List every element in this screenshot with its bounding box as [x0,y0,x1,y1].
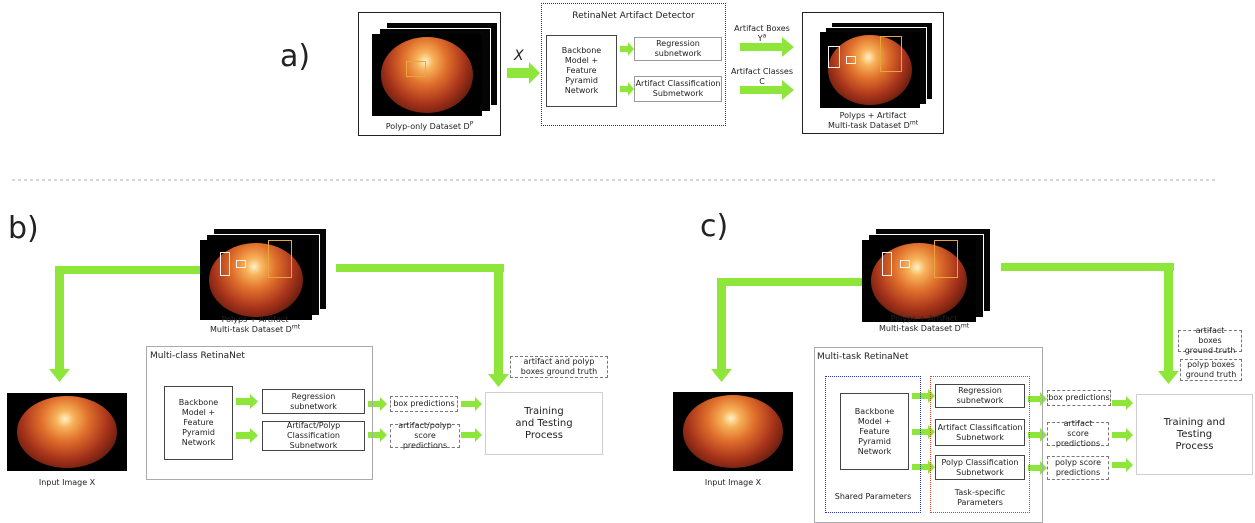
arrow-b-reg [236,394,258,409]
panel-c-polyp-classification: Polyp Classification Subnetwork [935,455,1025,480]
panel-a-input-polyp-box [406,61,426,77]
arrow-c-to-input [711,278,862,382]
panel-c-task-frame [930,376,1030,513]
panel-a-label: a) [280,39,311,74]
panel-b-training: Training and Testing Process [485,392,603,455]
panel-a-output-frame [802,12,944,134]
panel-a-output-polyp-box [846,56,856,64]
panel-a-backbone: Backbone Model + Feature Pyramid Network [546,35,617,107]
panel-a-regression: Regression subnetwork [634,37,722,61]
arrow-c-art-pred [1028,428,1047,442]
arrow-b-to-training [336,264,509,387]
panel-b-dataset-image [200,240,312,320]
panel-c-task-label: Task-specific Parameters [954,488,1006,507]
panel-a-x-label: X [514,48,524,64]
panel-b-label: b) [8,211,39,246]
panel-b-regression: Regression subnetwork [262,389,365,414]
arrow-a-boxes [740,37,794,57]
panel-a-detector-title: RetinaNet Artifact Detector [572,11,695,21]
panel-a-classification: Artifact Classification Submetwork [634,76,722,102]
arrow-c-box-train [1112,396,1133,410]
arrow-b-to-input [49,266,200,382]
panel-b-network-title: Multi-class RetinaNet [150,351,245,361]
panel-c-artifact-gt: artifact boxes ground truth [1178,326,1242,355]
arrow-b-cls [236,428,258,443]
arrow-a-classes [740,80,794,100]
panel-c-input-image [673,392,793,471]
panel-c-label: c) [700,209,729,244]
panel-b-classification: Artifact/Polyp Classification Subnetwork [262,421,365,451]
panel-c-artifact-score: artifact score predictions [1047,419,1109,448]
arrow-c-box-pred [1028,392,1047,406]
arrow-b-score-pred [368,428,387,442]
panel-b-input-caption: Input Image X [38,478,96,487]
panel-a-input-image [372,34,482,116]
panel-a-output-artifact-box-1 [828,46,840,68]
arrow-b-box-train [461,397,482,411]
panel-a-detector-frame [541,3,726,126]
panel-c-shared-frame [825,376,921,513]
panel-b-artifact-box-1 [220,252,230,276]
panel-b-polyp-box [236,260,246,268]
arrow-c-art-train [1112,428,1133,442]
panel-c-artifact-classification: Artifact Classification Subnetwork [935,419,1025,446]
panel-c-polyp-box [900,260,910,268]
arrow-b-score-train [461,428,482,442]
arrow-c-polyp-pred [1028,461,1047,475]
panel-b-ground-truth: artifact and polyp boxes ground truth [510,356,608,378]
panel-c-regression: Regression subnetwork [935,384,1025,408]
panel-c-polyp-score: polyp score predictions [1047,456,1109,480]
panel-c-input-caption: Input Image X [704,478,762,487]
panel-c-network-title: Multi-task RetinaNet [817,352,909,362]
panel-a-output-image [820,32,920,108]
panel-c-box-predictions: box predictions [1047,390,1111,406]
panel-a-output-artifact-box-2 [880,36,902,72]
panel-c-polyp-gt: polyp boxes ground truth [1180,359,1242,381]
panel-b-box-predictions: box predictions [390,396,458,412]
panel-c-artifact-box-2 [934,240,958,278]
panel-b-backbone: Backbone Model + Feature Pyramid Network [164,386,233,460]
arrow-c-polyp-train [1112,458,1133,472]
panel-a-input-frame [358,12,501,136]
arrow-a-cls [620,82,634,96]
panel-c-shared-label: Shared Parameters [834,492,912,501]
arrow-b-box-pred [368,397,387,411]
panel-c-dataset-image [862,240,976,322]
panel-b-network-frame [146,346,373,480]
panel-b-input-image [7,393,127,471]
panel-b-score-predictions: artifact/polyp score predictions [390,421,460,450]
panel-c-artifact-box-1 [882,252,892,276]
arrow-a-reg [620,42,634,56]
panel-b-artifact-box-2 [268,240,292,278]
panel-c-training: Training and Testing Process [1136,394,1253,475]
arrow-a-input [507,62,540,84]
panel-a-input-caption: Polyp-only Dataset DP [385,120,474,131]
panel-c-backbone: Backbone Model + Feature Pyramid Network [840,393,909,470]
arrow-c-to-training [1001,263,1179,384]
